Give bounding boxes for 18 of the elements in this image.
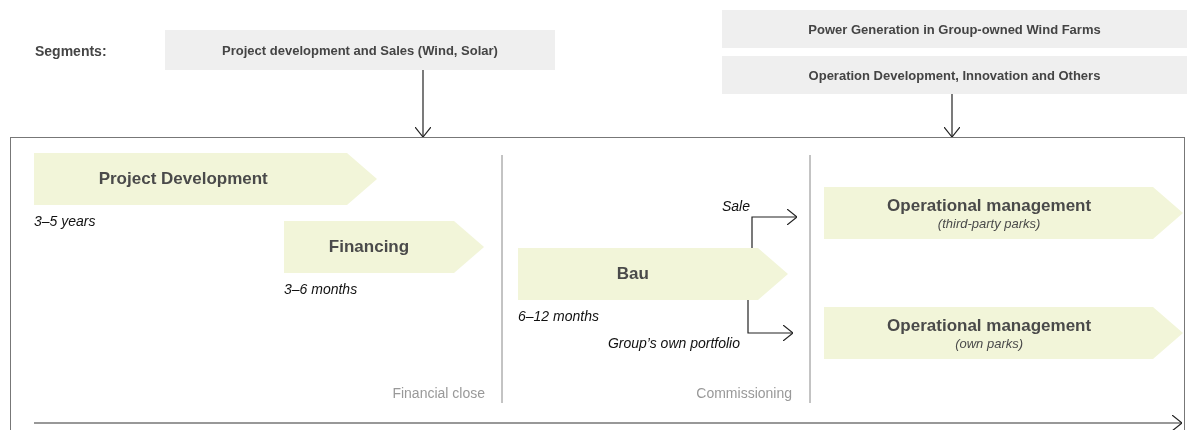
duration-text: 3–6 months: [284, 281, 358, 297]
arrow: [751, 208, 798, 249]
process-frame: [10, 137, 1185, 430]
segment-box: Power Generation in Group-owned Wind Farms: [722, 10, 1187, 48]
arrow: [747, 299, 794, 342]
duration-text: 6–12 months: [518, 308, 599, 324]
edge-label: Group’s own portfolio: [607, 335, 740, 351]
duration-text: 3–5 years: [34, 213, 96, 229]
chevron-step: Operational management (own parks): [824, 307, 1183, 359]
milestone-label: Commissioning: [696, 385, 792, 401]
segment-box: Operation Development, Innovation and Others: [722, 56, 1187, 94]
arrow: [943, 93, 961, 138]
segment-box: Project development and Sales (Wind, Solar): [165, 30, 555, 70]
edge-label: Sale: [721, 198, 750, 214]
milestone-label: Financial close: [392, 385, 485, 401]
chevron-step: Operational management (third-party parks): [824, 187, 1183, 239]
row-heading: Segments:: [35, 43, 107, 59]
arrow: [414, 69, 432, 138]
